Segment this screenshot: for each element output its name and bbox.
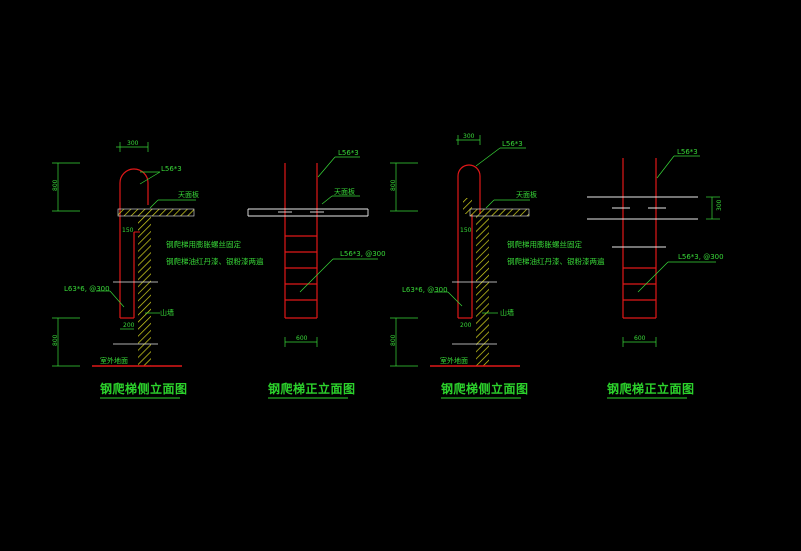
label-bar: L63*6, @300 [64, 285, 110, 293]
dim-bottom: 600 [296, 335, 308, 342]
note-2: 钢爬梯油红丹漆、银粉漆两遍 [507, 256, 605, 266]
roof-slab-hatch [469, 208, 530, 217]
ladder-side-profile [457, 164, 481, 318]
figure-side-elevation-2: 300 800 800 150 200 L56*3 天面板 L63*6, @30… [390, 133, 605, 399]
dim-side: 300 [716, 199, 723, 211]
dimension-lines [390, 135, 530, 367]
dim-side-top: 800 [390, 179, 397, 191]
dim-bottom: 200 [460, 322, 472, 329]
label-wall: 山墙 [500, 308, 514, 317]
dim-inner: 150 [460, 227, 472, 234]
note-2: 钢爬梯油红丹漆、银粉漆两遍 [166, 256, 264, 266]
label-bar: L63*6, @300 [402, 286, 448, 294]
dim-side-top: 800 [52, 179, 59, 191]
leader-lines [284, 156, 378, 347]
label-roof: 天面板 [334, 187, 355, 196]
figure-title: 钢爬梯侧立面图 [100, 381, 188, 396]
label-rung: L56*3, @300 [340, 250, 386, 258]
dim-side-bottom: 800 [390, 334, 397, 346]
dimension-lines [52, 142, 196, 367]
label-roof: 天面板 [516, 190, 537, 199]
wall-hatch [138, 216, 151, 366]
ladder-front [284, 163, 318, 319]
note-1: 钢爬梯用膨胀螺丝固定 [507, 239, 582, 249]
label-wall: 山墙 [160, 308, 174, 317]
dim-inner: 150 [122, 227, 134, 234]
figure-title: 钢爬梯正立面图 [268, 381, 356, 396]
figure-title: 钢爬梯正立面图 [607, 381, 695, 396]
note-1: 钢爬梯用膨胀螺丝固定 [166, 239, 241, 249]
label-angle: L56*3 [677, 148, 698, 156]
dim-side-bottom: 800 [52, 334, 59, 346]
label-ground: 室外地面 [440, 356, 468, 365]
figure-front-elevation-2: L56*3 L56*3, @300 600 300 钢爬梯正立面图 [587, 148, 724, 399]
roof-slab-hatch [117, 208, 195, 217]
leader-lines [622, 155, 720, 347]
label-rung: L56*3, @300 [678, 253, 724, 261]
dim-top: 300 [127, 140, 139, 147]
label-roof: 天面板 [178, 190, 199, 199]
label-angle: L56*3 [338, 149, 359, 157]
dim-top: 300 [463, 133, 475, 140]
figure-title: 钢爬梯侧立面图 [441, 381, 529, 396]
wall-hatch [476, 216, 489, 366]
roof-slab [587, 196, 698, 248]
label-angle: L56*3 [502, 140, 523, 148]
label-ground: 室外地面 [100, 356, 128, 365]
label-angle: L56*3 [161, 165, 182, 173]
roof-slab [247, 208, 369, 217]
dim-bottom: 200 [123, 322, 135, 329]
figure-front-elevation-1: L56*3 天面板 L56*3, @300 600 钢爬梯正立面图 [247, 149, 386, 399]
ladder-front [622, 158, 657, 319]
dim-bottom: 600 [634, 335, 646, 342]
figure-side-elevation-1: 300 800 800 150 200 L56*3 天面板 L63*6, @30… [52, 140, 264, 399]
ladder-hatch [463, 198, 472, 214]
